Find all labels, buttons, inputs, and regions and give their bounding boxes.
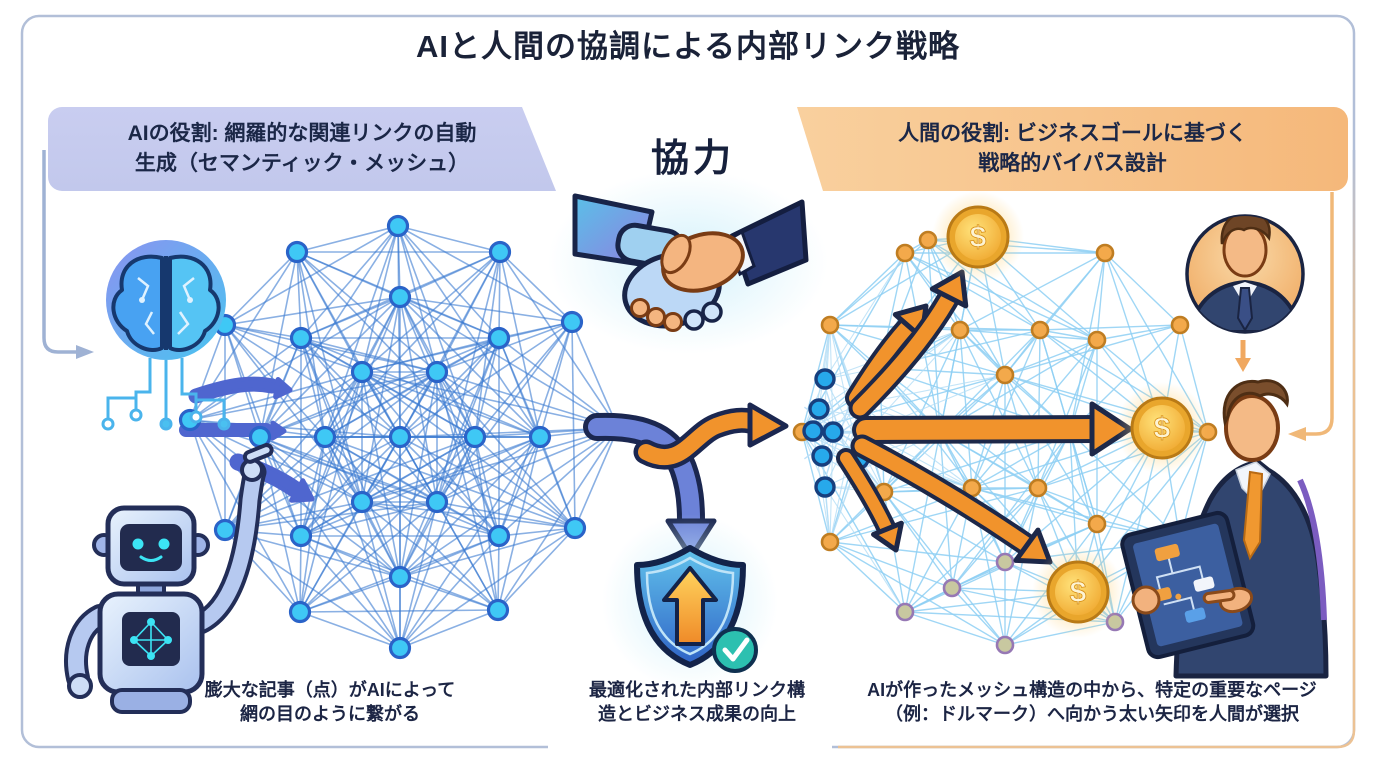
- dollar-coin-icon: $: [1032, 546, 1124, 638]
- optimized-shield-icon: [602, 514, 778, 690]
- human-bypass-arrows: [836, 269, 1133, 565]
- circuit-traces: [101, 358, 231, 431]
- center-caption: 最適化された内部リンク構 造とビジネス成果の向上: [558, 678, 836, 727]
- human-avatar-icon: [1185, 214, 1305, 372]
- svg-text:$: $: [1070, 576, 1087, 609]
- svg-text:$: $: [1154, 412, 1171, 445]
- left-caption-line2: 網の目のように繋がる: [240, 704, 420, 725]
- tablet-icon: [1120, 510, 1256, 660]
- right-caption-line1: AIが作ったメッシュ構造の中から、特定の重要なページ: [867, 680, 1317, 700]
- center-caption-line1: 最適化された内部リンク構: [589, 680, 805, 700]
- right-caption: AIが作ったメッシュ構造の中から、特定の重要なページ （例：ドルマーク）へ向かう…: [822, 678, 1362, 727]
- page-title: AIと人間の協調による内部リンク戦略: [415, 29, 961, 64]
- semantic-mesh-edges: [189, 225, 619, 649]
- right-caption-line2: （例：ドルマーク）へ向かう太い矢印を人間が選択: [885, 704, 1299, 725]
- ai-role-header: AIの役割: 網羅的な関連リンクの自動 生成（セマンティック・メッシュ）: [48, 107, 556, 191]
- right-header-connector: [1288, 192, 1334, 441]
- svg-text:$: $: [970, 221, 987, 254]
- left-caption-line1: 膨大な記事（点）がAIによって: [204, 680, 456, 700]
- dollar-coin-icon: $: [1116, 382, 1208, 474]
- outer-frame: [20, 14, 1356, 749]
- ai-role-header-line2: 生成（セマンティック・メッシュ）: [134, 152, 470, 175]
- dollar-coin-icon: $: [932, 191, 1024, 283]
- ai-robot-illustration: [64, 443, 274, 714]
- human-role-header-line1: 人間の役割: ビジネスゴールに基づく: [898, 121, 1247, 145]
- dollar-coin-icons: $ $ $: [932, 191, 1208, 638]
- ai-role-header-line1: AIの役割: 網羅的な関連リンクの自動: [127, 121, 477, 145]
- handshake-icon: [548, 170, 828, 354]
- human-strategist-illustration: [1120, 379, 1329, 679]
- left-header-connector: [42, 150, 94, 359]
- check-badge-icon: [712, 627, 758, 673]
- circuit-brain-icon: [106, 240, 226, 360]
- human-role-header-line2: 戦略的バイパス設計: [978, 152, 1167, 175]
- down-arrow-icon: [1235, 358, 1251, 372]
- cooperation-label: 協力: [650, 138, 735, 180]
- left-caption: 膨大な記事（点）がAIによって 網の目のように繋がる: [126, 678, 534, 727]
- human-role-header: 人間の役割: ビジネスゴールに基づく 戦略的バイパス設計: [797, 107, 1348, 191]
- center-caption-line2: 造とビジネス成果の向上: [598, 704, 796, 725]
